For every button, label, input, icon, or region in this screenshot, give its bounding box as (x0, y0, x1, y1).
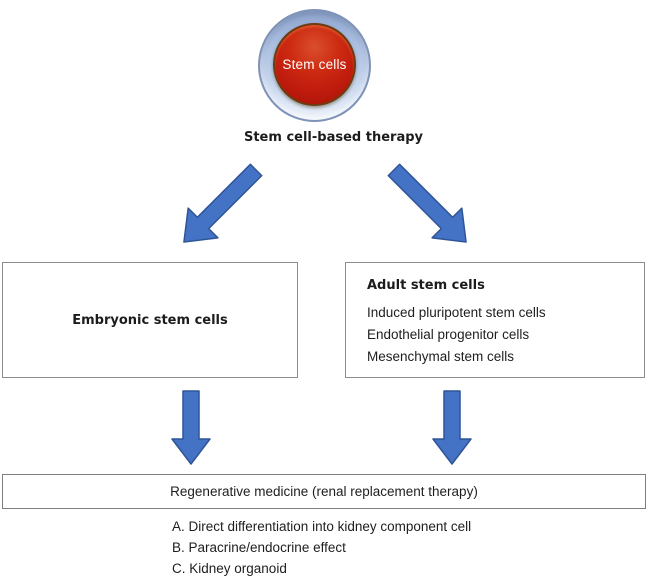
stem-cells-badge-label: Stem cells (282, 57, 347, 72)
list-item: A. Direct differentiation into kidney co… (172, 519, 472, 534)
list-item: C. Kidney organoid (172, 561, 287, 576)
stem-cells-badge-core: Stem cells (273, 23, 356, 106)
adult-stem-cell-types-list: Induced pluripotent stem cells Endotheli… (367, 302, 636, 368)
diagonal-arrow-down-left-icon (183, 163, 263, 243)
therapy-outcomes-list: A. Direct differentiation into kidney co… (172, 516, 471, 579)
adult-stem-cells-box: Adult stem cells Induced pluripotent ste… (345, 262, 645, 378)
list-item: Induced pluripotent stem cells (367, 305, 546, 320)
regen-box-title: Regenerative medicine (renal replacement… (170, 484, 478, 499)
embryonic-stem-cells-box: Embryonic stem cells (2, 262, 298, 378)
list-item: Endothelial progenitor cells (367, 327, 530, 342)
regenerative-medicine-box: Regenerative medicine (renal replacement… (2, 474, 646, 509)
diagram-title: Stem cell-based therapy (243, 130, 423, 145)
diagonal-arrow-down-right-icon (387, 163, 467, 243)
adult-box-title: Adult stem cells (367, 278, 485, 293)
embryonic-box-title: Embryonic stem cells (72, 312, 228, 328)
list-item: B. Paracrine/endocrine effect (172, 540, 346, 555)
list-item: Mesenchymal stem cells (367, 349, 515, 364)
down-arrow-right-icon (432, 390, 472, 465)
down-arrow-left-icon (171, 390, 211, 465)
stem-cells-badge-ring: Stem cells (258, 9, 371, 122)
